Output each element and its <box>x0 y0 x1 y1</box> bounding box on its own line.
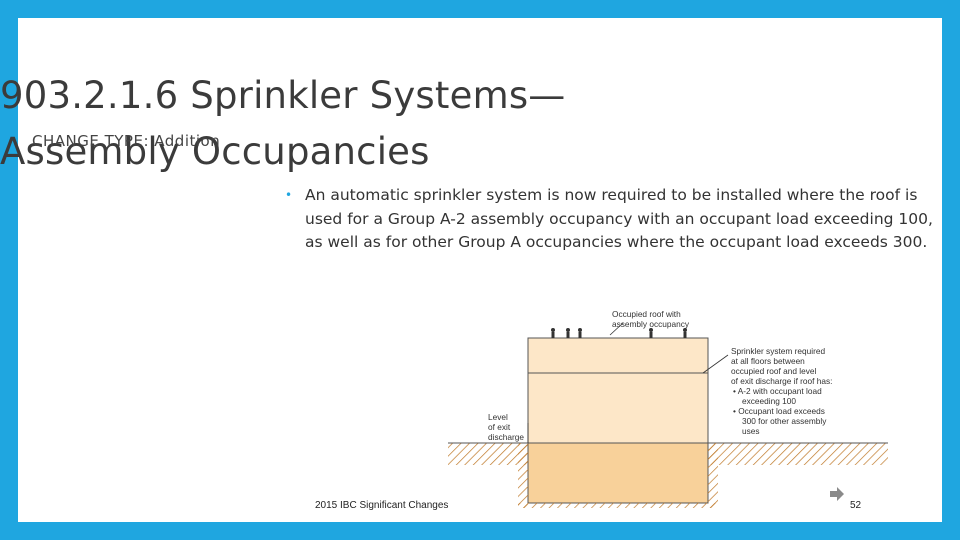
footer-source: 2015 IBC Significant Changes <box>315 500 449 511</box>
basement-hatch-right <box>708 443 718 508</box>
bullet-item: • An automatic sprinkler system is now r… <box>285 184 955 255</box>
title-line-2: Assembly Occupancies <box>0 130 430 173</box>
basement-hatch-bottom <box>518 503 718 508</box>
roof-occupants <box>551 328 687 338</box>
label-roof-1: Occupied roof with <box>612 309 681 319</box>
label-sprinkler-2: at all floors between <box>731 356 805 366</box>
label-exit-1: Level <box>488 412 508 422</box>
label-roof-2: assembly occupancy <box>612 319 690 329</box>
arrow-right-icon[interactable] <box>828 485 846 503</box>
label-sprinkler-3: occupied roof and level <box>731 366 816 376</box>
label-sprinkler-7: • Occupant load exceeds <box>733 406 825 416</box>
basement-zone <box>527 442 709 504</box>
title-line-1: 903.2.1.6 Sprinkler Systems— <box>0 74 566 117</box>
page-number: 52 <box>850 500 862 511</box>
occupied-roof-diagram: Occupied roof with assembly occupancy Sp… <box>448 309 888 508</box>
label-sprinkler-8: 300 for other assembly <box>742 416 827 426</box>
label-sprinkler-4: of exit discharge if roof has: <box>731 376 832 386</box>
label-sprinkler-5: • A-2 with occupant load <box>733 386 822 396</box>
slide: 903.2.1.6 Sprinkler Systems— Assembly Oc… <box>0 18 942 522</box>
label-sprinkler-6: exceeding 100 <box>742 396 796 406</box>
bullet-text: An automatic sprinkler system is now req… <box>305 186 933 251</box>
label-sprinkler-1: Sprinkler system required <box>731 346 825 356</box>
label-sprinkler-9: uses <box>742 426 760 436</box>
label-exit-3: discharge <box>488 432 524 442</box>
slide-title: 903.2.1.6 Sprinkler Systems— Assembly Oc… <box>0 68 620 180</box>
basement-hatch-left <box>518 443 528 508</box>
label-exit-2: of exit <box>488 422 511 432</box>
roof-leader <box>609 322 624 336</box>
sprinkler-leader <box>702 354 729 374</box>
change-type-label: CHANGE TYPE: Addition <box>32 132 221 150</box>
bullet-dot-icon: • <box>285 188 293 202</box>
